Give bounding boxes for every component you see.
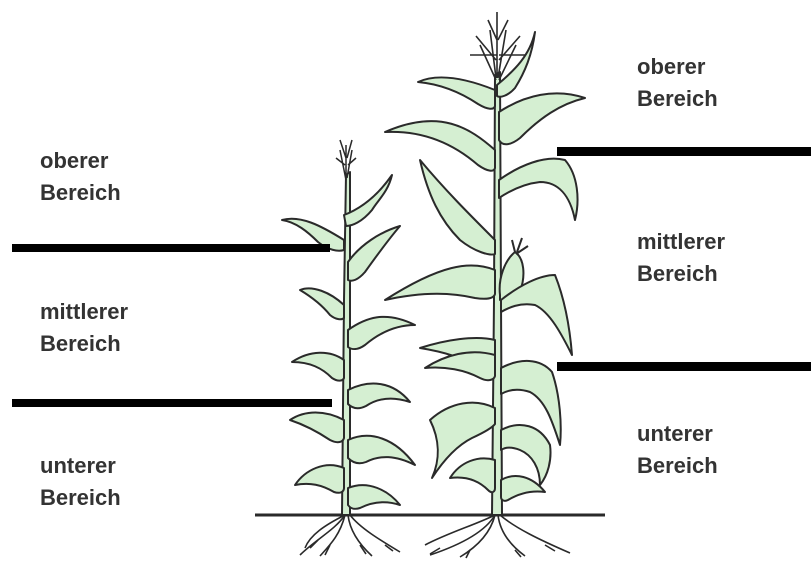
- left-upper-zone-label: oberer Bereich: [40, 145, 121, 209]
- right-lower-zone-label: unterer Bereich: [637, 418, 718, 482]
- right-leaf: [499, 93, 585, 144]
- left-divider-upper: [12, 244, 330, 252]
- left-leaf: [348, 384, 410, 409]
- left-leaf: [348, 317, 415, 349]
- left-leaf: [348, 226, 400, 281]
- left-leaf: [300, 288, 344, 319]
- left-middle-zone-label: mittlerer Bereich: [40, 296, 128, 360]
- left-middle-zone-label-line1: mittlerer: [40, 296, 128, 328]
- right-middle-zone-label-line2: Bereich: [637, 258, 725, 290]
- right-leaf: [418, 77, 495, 108]
- right-leaf: [420, 160, 495, 254]
- right-leaf: [499, 159, 578, 220]
- left-upper-zone-label-line2: Bereich: [40, 177, 121, 209]
- left-lower-zone-label: unterer Bereich: [40, 450, 121, 514]
- left-upper-zone-label-line1: oberer: [40, 145, 121, 177]
- right-leaf: [385, 265, 495, 300]
- right-leaf: [425, 352, 495, 380]
- left-leaf: [292, 353, 344, 381]
- left-lower-zone-label-line1: unterer: [40, 450, 121, 482]
- left-plant-tassel: [336, 140, 356, 180]
- right-leaf: [501, 476, 545, 501]
- left-leaf: [348, 436, 415, 465]
- right-middle-zone-label-line1: mittlerer: [637, 226, 725, 258]
- right-upper-zone-label-line1: oberer: [637, 51, 718, 83]
- left-leaf: [348, 485, 400, 509]
- right-middle-zone-label: mittlerer Bereich: [637, 226, 725, 290]
- right-lower-zone-label-line2: Bereich: [637, 450, 718, 482]
- right-plant-ear-silk: [512, 238, 528, 254]
- left-leaf: [295, 465, 344, 493]
- left-lower-zone-label-line2: Bereich: [40, 482, 121, 514]
- left-leaf: [290, 413, 344, 443]
- left-leaf: [344, 175, 392, 226]
- right-leaf: [450, 458, 495, 492]
- roots: [300, 515, 570, 558]
- right-divider-upper: [557, 147, 811, 156]
- right-divider-lower: [557, 362, 811, 371]
- left-middle-zone-label-line2: Bereich: [40, 328, 128, 360]
- left-divider-lower: [12, 399, 332, 407]
- right-lower-zone-label-line1: unterer: [637, 418, 718, 450]
- right-upper-zone-label: oberer Bereich: [637, 51, 718, 115]
- right-upper-zone-label-line2: Bereich: [637, 83, 718, 115]
- right-leaf: [385, 121, 495, 171]
